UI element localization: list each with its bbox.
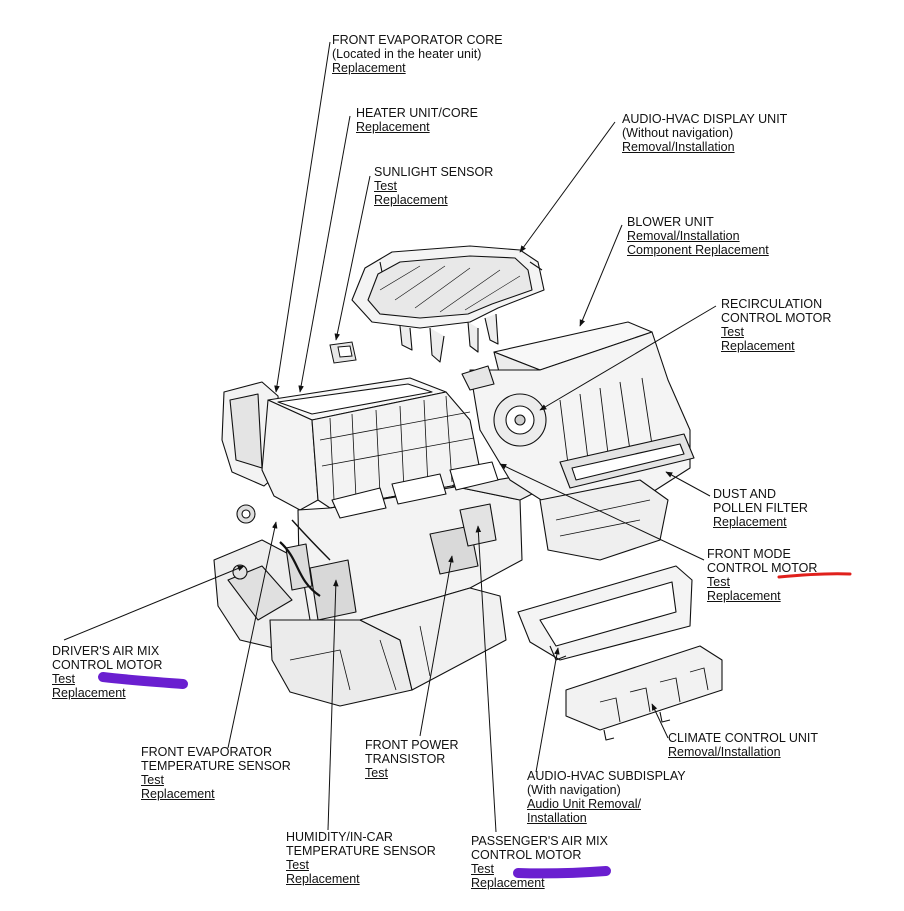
blower-unit-part: [461, 321, 695, 561]
callout-front-evaporator-core: FRONT EVAPORATOR CORE (Located in the he…: [332, 33, 503, 75]
leader-lines: [63, 41, 717, 833]
callout-title: FRONT POWER: [365, 738, 459, 752]
callout-title: FRONT MODE: [707, 547, 791, 561]
test-link[interactable]: Test: [374, 179, 397, 193]
callout-recirculation-control-motor: RECIRCULATION CONTROL MOTOR Test Replace…: [721, 297, 831, 353]
callout-title: DUST AND: [713, 487, 776, 501]
callout-title-2: CONTROL MOTOR: [707, 561, 818, 575]
callout-dust-pollen-filter: DUST AND POLLEN FILTER Replacement: [713, 487, 808, 529]
test-link[interactable]: Test: [141, 773, 164, 787]
callout-title: CLIMATE CONTROL UNIT: [668, 731, 819, 745]
callout-climate-control-unit: CLIMATE CONTROL UNIT Removal/Installatio…: [668, 731, 818, 759]
audio-hvac-subdisplay-part: [517, 565, 693, 661]
callout-front-power-transistor: FRONT POWER TRANSISTOR Test: [365, 738, 459, 780]
callout-title: HUMIDITY/IN-CAR: [286, 830, 393, 844]
callout-title: HEATER UNIT/CORE: [356, 106, 478, 120]
test-link[interactable]: Test: [365, 766, 388, 780]
callout-title-2: POLLEN FILTER: [713, 501, 808, 515]
callout-title-2: TEMPERATURE SENSOR: [286, 844, 436, 858]
removal-installation-link[interactable]: Removal/Installation: [627, 229, 740, 243]
replacement-link[interactable]: Replacement: [356, 120, 430, 134]
callout-front-mode-control-motor: FRONT MODE CONTROL MOTOR Test Replacemen…: [707, 547, 817, 603]
callout-title: FRONT EVAPORATOR: [141, 745, 273, 759]
audio-hvac-display-unit-part: [351, 245, 545, 363]
callout-title-2: CONTROL MOTOR: [721, 311, 832, 325]
test-link[interactable]: Test: [707, 575, 730, 589]
callout-title-2: TEMPERATURE SENSOR: [141, 759, 291, 773]
replacement-link[interactable]: Replacement: [52, 686, 126, 700]
replacement-link[interactable]: Replacement: [471, 876, 545, 890]
climate-control-unit-part: [565, 645, 723, 741]
sunlight-sensor-part: [329, 341, 357, 364]
audio-unit-removal-link[interactable]: Audio Unit Removal/: [527, 797, 641, 811]
callout-title: RECIRCULATION: [721, 297, 823, 311]
replacement-link[interactable]: Replacement: [374, 193, 448, 207]
replacement-link[interactable]: Replacement: [713, 515, 787, 529]
callout-title: AUDIO-HVAC DISPLAY UNIT: [622, 112, 788, 126]
replacement-link[interactable]: Replacement: [141, 787, 215, 801]
replacement-link[interactable]: Replacement: [332, 61, 406, 75]
callout-title: DRIVER'S AIR MIX: [52, 644, 160, 658]
removal-installation-link[interactable]: Removal/Installation: [622, 140, 735, 154]
callout-title: AUDIO-HVAC SUBDISPLAY: [527, 769, 686, 783]
callout-blower-unit: BLOWER UNIT Removal/Installation Compone…: [627, 215, 769, 257]
callout-title: BLOWER UNIT: [627, 215, 714, 229]
callout-title: FRONT EVAPORATOR CORE: [332, 33, 503, 47]
test-link[interactable]: Test: [52, 672, 75, 686]
callout-title-2: CONTROL MOTOR: [471, 848, 582, 862]
test-link[interactable]: Test: [286, 858, 309, 872]
purple-highlight-mark-passengers: [513, 866, 611, 879]
red-highlight-mark: [777, 572, 852, 579]
replacement-link[interactable]: Replacement: [721, 339, 795, 353]
callout-note: (Located in the heater unit): [332, 47, 482, 61]
callout-audio-hvac-display-unit: AUDIO-HVAC DISPLAY UNIT (Without navigat…: [622, 112, 787, 154]
heater-unit-housing: [213, 377, 541, 707]
callout-drivers-air-mix-control-motor: DRIVER'S AIR MIX CONTROL MOTOR Test Repl…: [52, 644, 162, 700]
callout-audio-hvac-subdisplay: AUDIO-HVAC SUBDISPLAY (With navigation) …: [527, 769, 686, 825]
callout-front-evaporator-temperature-sensor: FRONT EVAPORATOR TEMPERATURE SENSOR Test…: [141, 745, 291, 801]
test-link[interactable]: Test: [471, 862, 494, 876]
callout-title: PASSENGER'S AIR MIX: [471, 834, 608, 848]
callout-heater-unit-core: HEATER UNIT/CORE Replacement: [356, 106, 478, 134]
replacement-link[interactable]: Replacement: [707, 589, 781, 603]
test-link[interactable]: Test: [721, 325, 744, 339]
callout-title-2: CONTROL MOTOR: [52, 658, 163, 672]
callout-title-2: TRANSISTOR: [365, 752, 446, 766]
callout-note: (Without navigation): [622, 126, 734, 140]
removal-installation-link[interactable]: Removal/Installation: [668, 745, 781, 759]
callout-sunlight-sensor: SUNLIGHT SENSOR Test Replacement: [374, 165, 493, 207]
replacement-link[interactable]: Replacement: [286, 872, 360, 886]
callout-humidity-in-car-temperature-sensor: HUMIDITY/IN-CAR TEMPERATURE SENSOR Test …: [286, 830, 436, 886]
purple-highlight-mark-drivers: [98, 672, 188, 689]
callout-title: SUNLIGHT SENSOR: [374, 165, 494, 179]
component-replacement-link[interactable]: Component Replacement: [627, 243, 769, 257]
callout-passengers-air-mix-control-motor: PASSENGER'S AIR MIX CONTROL MOTOR Test R…: [471, 834, 608, 890]
callout-note: (With navigation): [527, 783, 621, 797]
installation-link[interactable]: Installation: [527, 811, 587, 825]
